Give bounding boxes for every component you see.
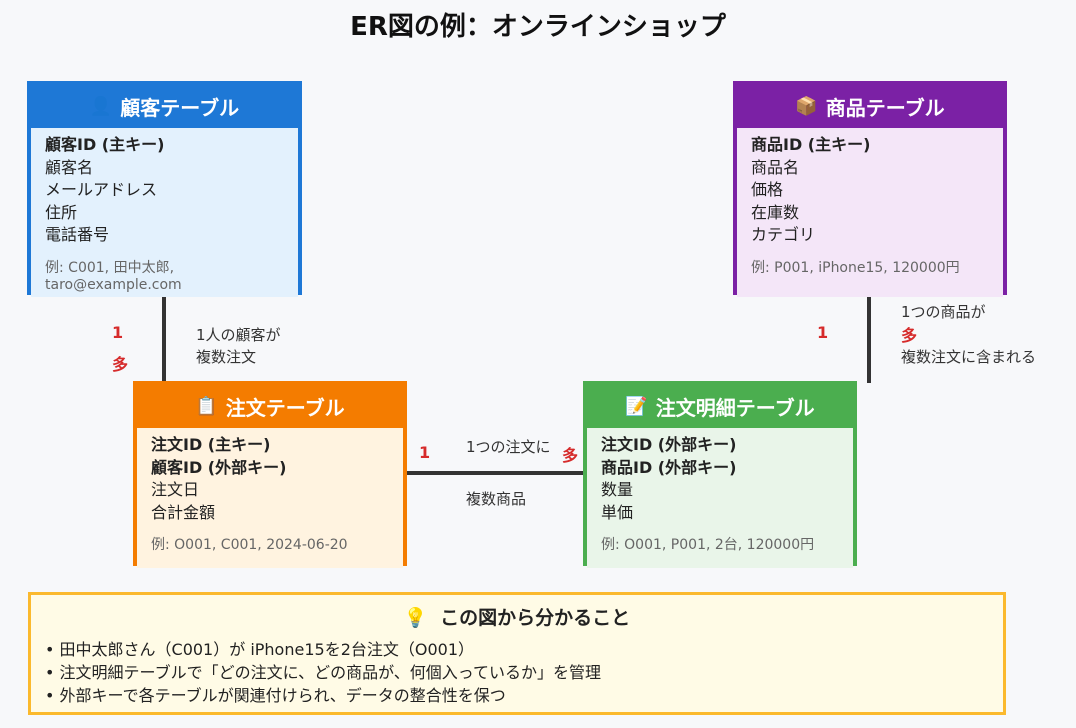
attribute: 住所: [45, 202, 78, 222]
attribute: 顧客名: [45, 157, 94, 177]
order-table-body: 注文ID (主キー) 顧客ID (外部キー) 注文日 合計金額 例: O001,…: [137, 428, 403, 568]
insight-box: 💡 この図から分かること • 田中太郎さん（C001）が iPhone15を2台…: [28, 592, 1006, 715]
person-icon: 👤: [89, 96, 113, 117]
attribute: 注文日: [151, 480, 200, 499]
attribute: 数量: [601, 480, 634, 499]
relation-label: 複数注文: [196, 348, 257, 366]
customer-table-header: 👤 顧客テーブル: [31, 85, 298, 128]
cardinality-one: 1: [817, 323, 829, 342]
attribute: 在庫数: [751, 202, 800, 222]
example-row: 例: O001, C001, 2024-06-20: [151, 537, 348, 553]
cardinality-one: 1: [112, 323, 124, 342]
cardinality-many: 多: [901, 326, 918, 345]
package-icon: 📦: [795, 96, 818, 117]
page-title: ER図の例：オンラインショップ: [350, 12, 726, 42]
order-detail-table-body: 注文ID (外部キー) 商品ID (外部キー) 数量 単価 例: O001, P…: [587, 428, 853, 568]
example-row: 例: P001, iPhone15, 120000円: [751, 259, 960, 276]
foreign-key: 商品ID (外部キー): [601, 457, 737, 477]
foreign-key: 顧客ID (外部キー): [151, 457, 287, 477]
insight-header: 💡 この図から分かること: [45, 603, 989, 630]
order-table-header: 📋 注文テーブル: [137, 385, 403, 428]
attribute: メールアドレス: [45, 180, 158, 199]
order-detail-table-title: 注文明細テーブル: [655, 396, 815, 420]
insight-item: • 注文明細テーブルで「どの注文に、どの商品が、何個入っているか」を管理: [45, 663, 601, 682]
memo-icon: 📝: [625, 396, 648, 417]
cardinality-one: 1: [419, 443, 431, 462]
relation-label: 複数商品: [466, 490, 527, 508]
relation-label: 1人の顧客が: [196, 326, 281, 344]
attribute: カテゴリ: [751, 225, 816, 244]
attribute: 価格: [751, 180, 784, 199]
insight-item: • 田中太郎さん（C001）が iPhone15を2台注文（O001）: [45, 640, 475, 659]
primary-key: 注文ID (主キー): [151, 435, 271, 454]
cardinality-many: 多: [562, 446, 579, 465]
relation-line-customer-order: [162, 295, 166, 381]
relation-line-product-detail: [867, 295, 871, 383]
example-row: 例: O001, P001, 2台, 120000円: [601, 537, 815, 553]
relation-label: 1つの商品が: [901, 303, 986, 321]
product-table: 📦 商品テーブル 商品ID (主キー) 商品名 価格 在庫数 カテゴリ 例: P…: [733, 81, 1007, 297]
relation-label: 複数注文に含まれる: [901, 348, 1037, 366]
product-table-title: 商品テーブル: [825, 96, 945, 120]
customer-table-body: 顧客ID (主キー) 顧客名 メールアドレス 住所 電話番号 例: C001, …: [31, 128, 298, 297]
customer-table-title: 顧客テーブル: [120, 96, 240, 120]
attribute: 商品名: [751, 157, 800, 177]
customer-table: 👤 顧客テーブル 顧客ID (主キー) 顧客名 メールアドレス 住所 電話番号 …: [27, 81, 302, 297]
relation-line-order-detail: [407, 471, 583, 475]
order-table-title: 注文テーブル: [225, 396, 345, 420]
foreign-key: 注文ID (外部キー): [601, 435, 737, 454]
attribute: 単価: [601, 502, 634, 522]
primary-key: 商品ID (主キー): [751, 135, 871, 154]
attribute: 電話番号: [45, 225, 110, 244]
product-table-header: 📦 商品テーブル: [737, 85, 1003, 128]
insight-title: この図から分かること: [440, 607, 631, 629]
clipboard-icon: 📋: [195, 396, 218, 417]
attribute: 合計金額: [151, 502, 216, 522]
order-detail-table: 📝 注文明細テーブル 注文ID (外部キー) 商品ID (外部キー) 数量 単価…: [583, 381, 857, 568]
lightbulb-icon: 💡: [403, 607, 428, 629]
relation-label: 1つの注文に: [466, 438, 551, 456]
example-row: 例: C001, 田中太郎, taro@example.com: [45, 259, 182, 293]
cardinality-many: 多: [112, 355, 129, 374]
product-table-body: 商品ID (主キー) 商品名 価格 在庫数 カテゴリ 例: P001, iPho…: [737, 128, 1003, 297]
primary-key: 顧客ID (主キー): [45, 135, 165, 154]
order-detail-table-header: 📝 注文明細テーブル: [587, 385, 853, 428]
insight-item: • 外部キーで各テーブルが関連付けられ、データの整合性を保つ: [45, 686, 506, 705]
order-table: 📋 注文テーブル 注文ID (主キー) 顧客ID (外部キー) 注文日 合計金額…: [133, 381, 407, 568]
